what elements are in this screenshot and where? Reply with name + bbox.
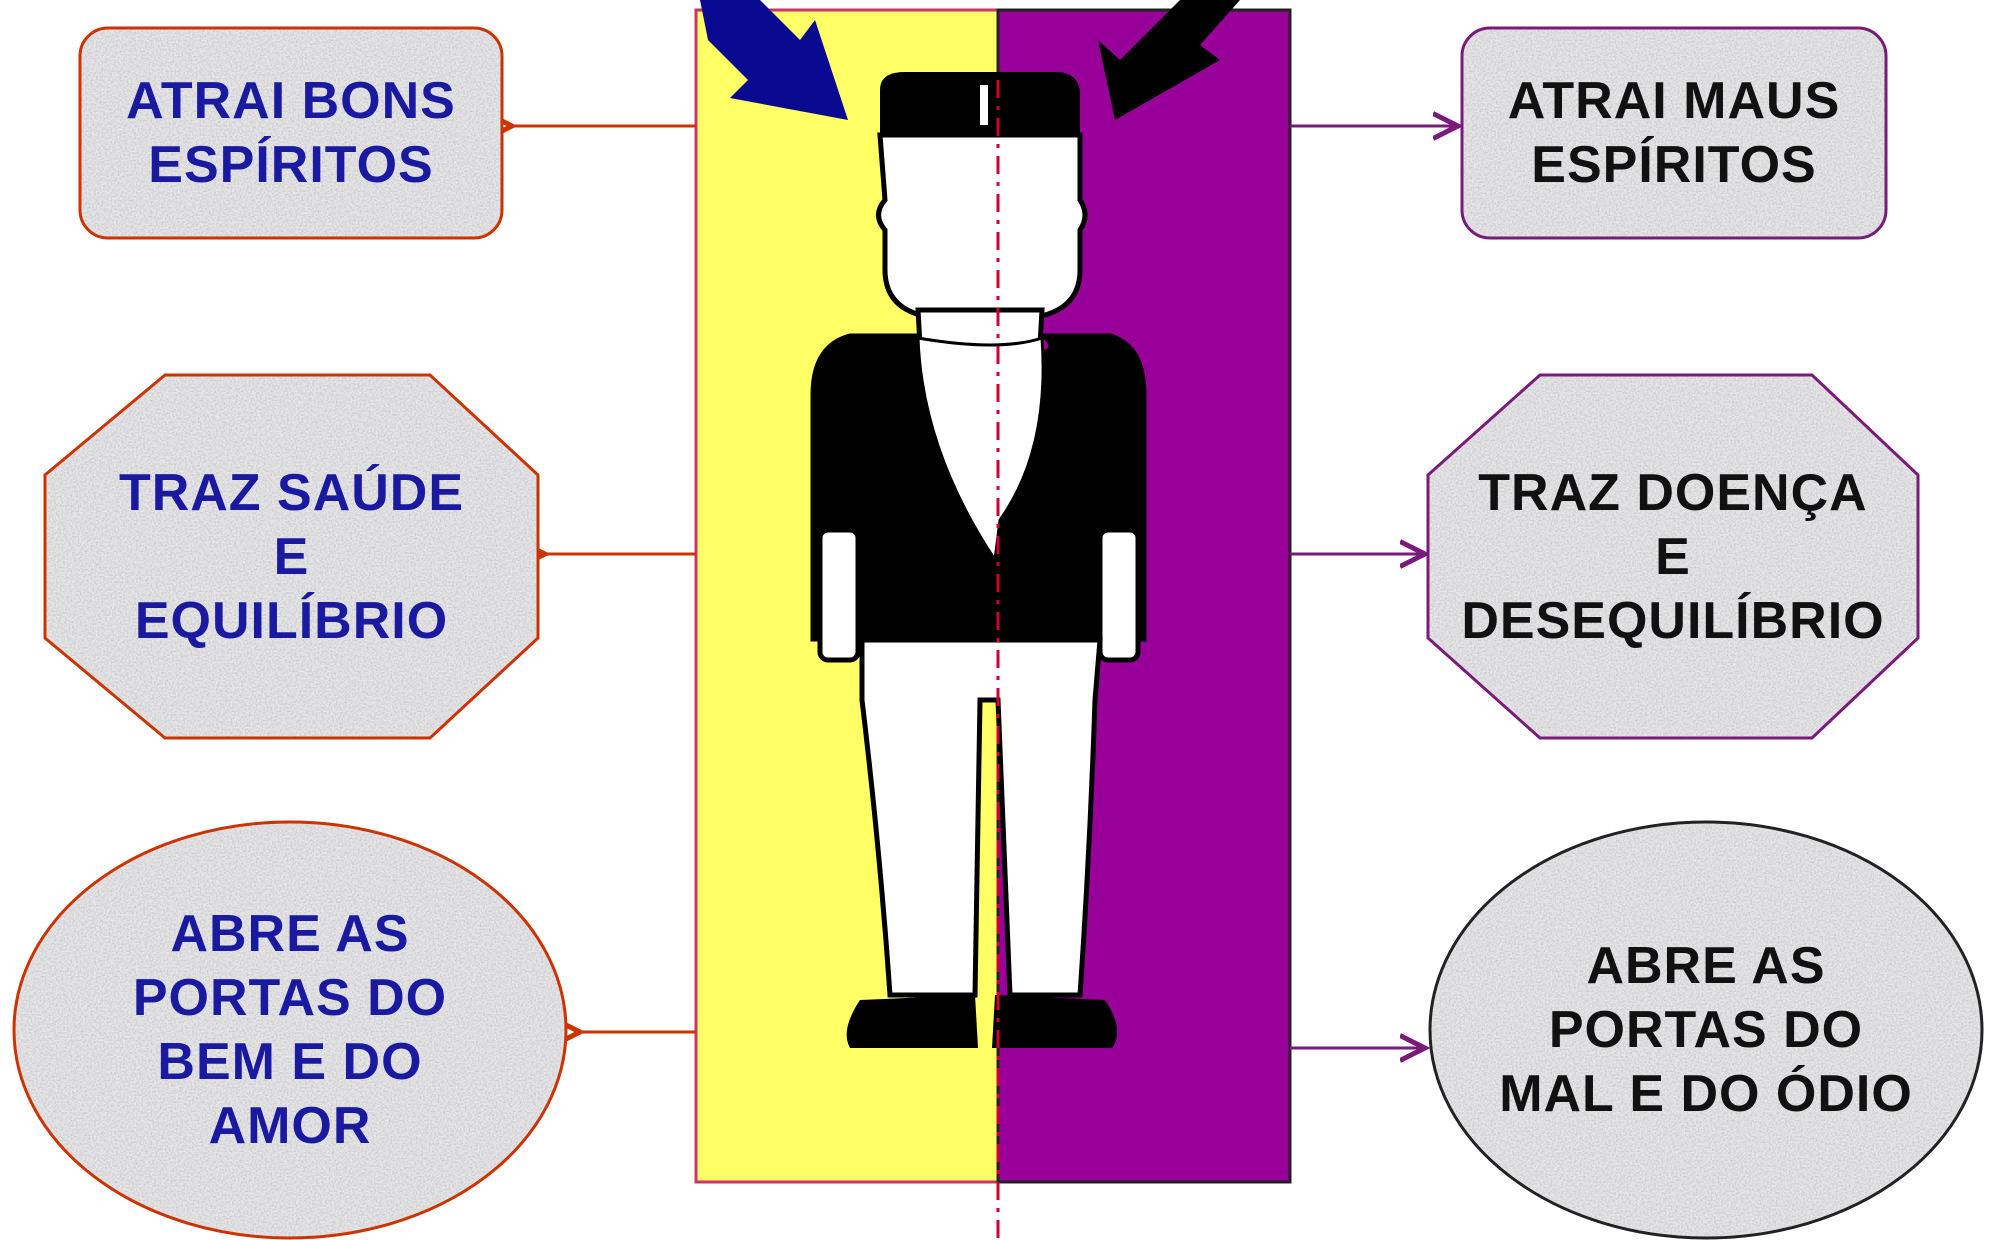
- person-figure: [810, 72, 1147, 1048]
- good-box-3-shape: [14, 822, 566, 1238]
- bad-spirits-arrow-icon: [1098, 0, 1240, 120]
- bad-box-2-shape: [1428, 375, 1918, 738]
- bad-box-1-shape: [1462, 28, 1886, 238]
- good-box-1-shape: [80, 28, 502, 238]
- good-box-2-shape: [45, 375, 538, 738]
- bad-box-3-shape: [1430, 822, 1982, 1238]
- good-spirits-arrow-icon: [700, 0, 848, 120]
